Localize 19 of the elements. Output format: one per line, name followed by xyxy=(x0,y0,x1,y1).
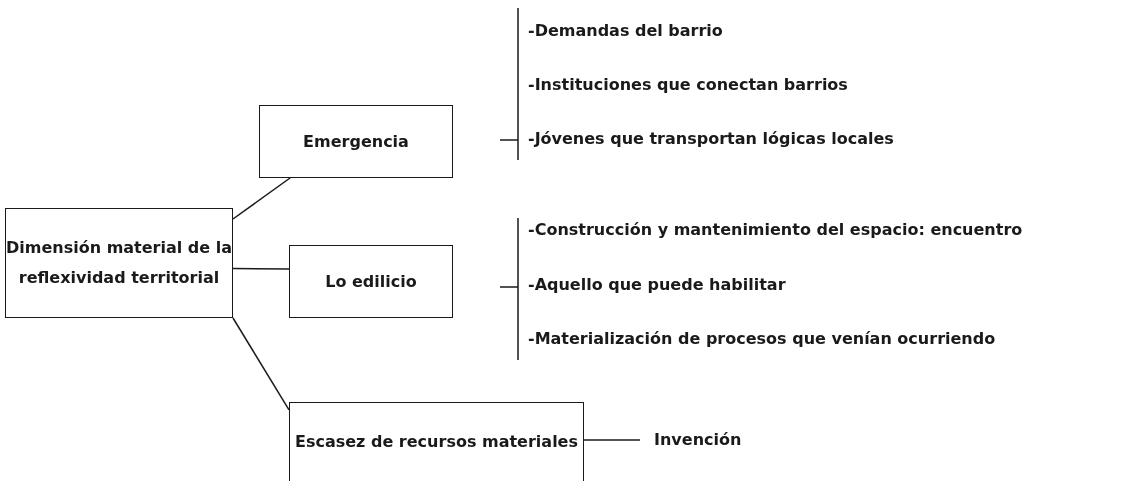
node-text: Invención xyxy=(654,429,742,451)
node-text: Lo edilicio xyxy=(325,270,417,293)
list-item: -Materialización de procesos que venían ocurriendo xyxy=(528,329,996,348)
category-box xyxy=(259,105,453,178)
category-box xyxy=(289,245,453,318)
node-text: Emergencia xyxy=(303,130,409,153)
connector-line xyxy=(583,439,641,441)
connector-line xyxy=(232,317,290,411)
list-item: -Construcción y mantenimiento del espacio: encuentro xyxy=(528,220,1023,239)
category-box xyxy=(289,402,584,481)
connector-line xyxy=(232,267,290,270)
list-item: -Instituciones que conectan barrios xyxy=(528,75,848,94)
node-text: Dimensión material de la reflexividad territorial xyxy=(6,237,232,289)
list-item: -Jóvenes que transportan lógicas locales xyxy=(528,129,894,148)
node-text: Escasez de recursos materiales xyxy=(295,431,578,453)
list-item: -Aquello que puede habilitar xyxy=(528,275,786,294)
connector-line xyxy=(232,177,291,220)
root-box xyxy=(5,208,233,318)
list-item: -Demandas del barrio xyxy=(528,21,723,40)
